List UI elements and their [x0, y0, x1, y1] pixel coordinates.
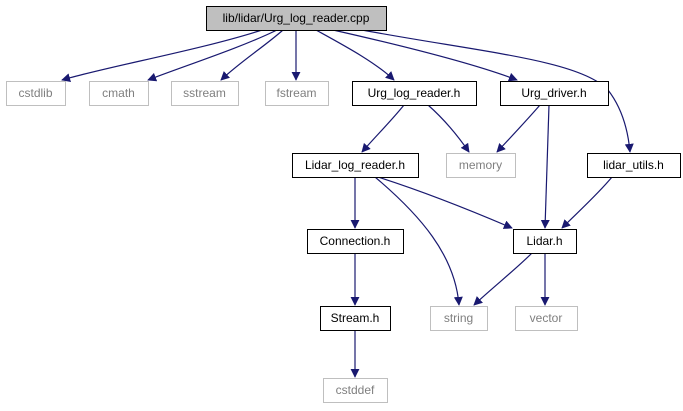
node-box-stream-h	[320, 306, 391, 331]
edge-lidar-h-to-string	[473, 252, 533, 306]
node-label-sstream: sstream	[183, 86, 226, 100]
edge-lidar-log-reader-h-to-lidar-h	[377, 176, 513, 229]
node-box-sstream	[171, 81, 239, 106]
edge-root-to-cstdlib	[61, 29, 263, 83]
edge-root-to-sstream	[220, 29, 284, 81]
node-memory: memory	[446, 153, 516, 178]
node-cstddef: cstddef	[323, 378, 388, 403]
node-box-lidar-utils-h	[587, 153, 681, 178]
node-box-urg-log-reader-h	[352, 81, 477, 106]
node-box-root	[206, 6, 387, 31]
node-box-vector	[515, 306, 578, 331]
node-label-cstddef: cstddef	[336, 383, 375, 397]
node-box-lidar-h	[513, 229, 577, 254]
node-label-lidar-log-reader-h: Lidar_log_reader.h	[305, 158, 405, 172]
node-box-fstream	[265, 81, 329, 106]
edge-urg-driver-h-to-lidar-h	[540, 104, 550, 229]
edge-urg-log-reader-h-to-memory	[427, 104, 470, 153]
node-fstream: fstream	[265, 81, 329, 106]
node-urg-log-reader-h[interactable]: Urg_log_reader.h	[352, 81, 477, 106]
node-lidar-h[interactable]: Lidar.h	[513, 229, 577, 254]
node-sstream: sstream	[171, 81, 239, 106]
node-root[interactable]: lib/lidar/Urg_log_reader.cpp	[206, 6, 387, 31]
node-label-lidar-h: Lidar.h	[526, 234, 562, 248]
node-label-fstream: fstream	[276, 86, 316, 100]
edge-urg-log-reader-h-to-lidar-log-reader-h	[361, 104, 405, 153]
node-label-root: lib/lidar/Urg_log_reader.cpp	[223, 11, 370, 25]
node-stream-h[interactable]: Stream.h	[320, 306, 391, 331]
edge-root-to-urg-driver-h	[332, 29, 518, 82]
node-vector: vector	[515, 306, 578, 331]
node-label-vector: vector	[530, 311, 563, 325]
node-label-connection-h: Connection.h	[320, 234, 391, 248]
node-cmath: cmath	[89, 81, 149, 106]
node-connection-h[interactable]: Connection.h	[307, 229, 404, 254]
node-cstdlib: cstdlib	[6, 81, 66, 106]
node-box-string	[430, 306, 488, 331]
node-urg-driver-h[interactable]: Urg_driver.h	[500, 81, 609, 106]
node-label-lidar-utils-h: lidar_utils.h	[603, 158, 664, 172]
edge-lidar-utils-h-to-lidar-h	[561, 176, 613, 229]
node-label-urg-driver-h: Urg_driver.h	[521, 86, 586, 100]
node-box-lidar-log-reader-h	[292, 153, 419, 178]
node-box-cstdlib	[6, 81, 66, 106]
node-lidar-log-reader-h[interactable]: Lidar_log_reader.h	[292, 153, 419, 178]
node-box-memory	[446, 153, 516, 178]
node-label-urg-log-reader-h: Urg_log_reader.h	[368, 86, 461, 100]
node-box-connection-h	[307, 229, 404, 254]
node-label-memory: memory	[459, 158, 502, 172]
node-box-cstddef	[323, 378, 388, 403]
edge-urg-driver-h-to-memory	[496, 104, 541, 153]
node-string: string	[430, 306, 488, 331]
edges-layer	[61, 29, 634, 378]
node-label-cmath: cmath	[102, 86, 135, 100]
node-label-cstdlib: cstdlib	[18, 86, 52, 100]
node-lidar-utils-h[interactable]: lidar_utils.h	[587, 153, 681, 178]
edge-root-to-lidar-utils-h	[361, 29, 634, 153]
node-box-urg-driver-h	[500, 81, 609, 106]
edge-lidar-log-reader-h-to-string	[374, 176, 463, 306]
node-label-stream-h: Stream.h	[331, 311, 380, 325]
node-label-string: string	[444, 311, 473, 325]
edge-root-to-cmath	[147, 29, 278, 82]
edge-root-to-urg-log-reader-h	[315, 29, 395, 81]
node-box-cmath	[89, 81, 149, 106]
